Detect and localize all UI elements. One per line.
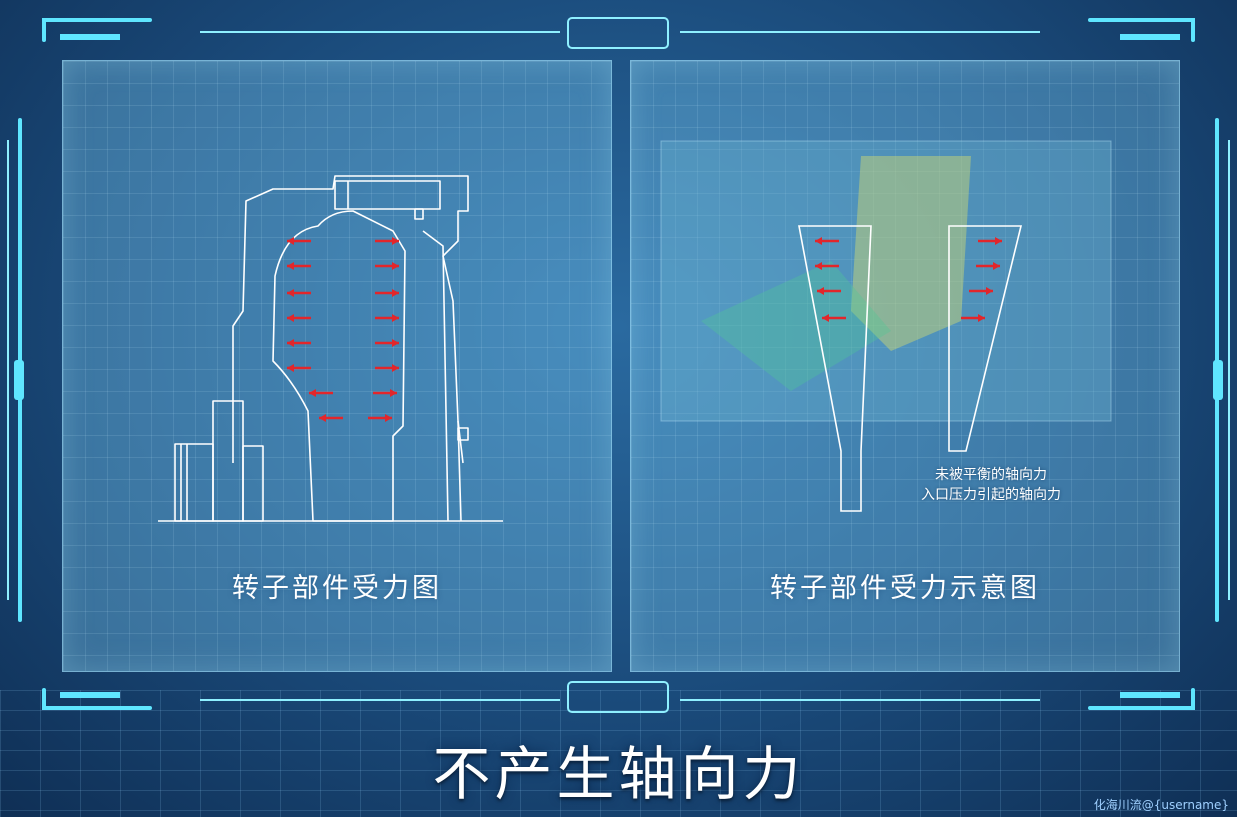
frame-tick: [1120, 692, 1180, 698]
seal-pin: [414, 208, 424, 220]
rotor-force-schematic-panel: 未被平衡的轴向力 入口压力引起的轴向力 转子部件受力示意图: [630, 60, 1180, 672]
hub-block-left: [212, 400, 244, 522]
background-shape: [851, 156, 971, 351]
force-arrows: [815, 237, 1002, 322]
frame-tick: [14, 360, 24, 400]
force-arrow-left: [287, 314, 311, 322]
force-arrow-right: [375, 314, 399, 322]
force-arrow-left: [287, 262, 311, 270]
force-arrow-left: [817, 287, 841, 295]
watermark: 化海川流@{username}: [1093, 798, 1229, 812]
force-arrow-left: [287, 289, 311, 297]
right-force-wedge: [948, 225, 1023, 452]
force-arrow-left: [287, 364, 311, 372]
force-arrow-right: [368, 414, 392, 422]
seal-block: [334, 180, 441, 210]
panel-grid: [63, 61, 611, 671]
rotor-disc-outline: [272, 210, 406, 522]
force-arrow-left: [287, 237, 311, 245]
panel-caption: 转子部件受力示意图: [770, 573, 1040, 604]
frame-corner-bottom-left: [42, 688, 152, 710]
force-arrow-right: [961, 314, 985, 322]
force-arrows: [287, 237, 399, 422]
force-arrow-right: [375, 262, 399, 270]
right-bolt: [457, 427, 469, 441]
frame-tick: [1120, 34, 1180, 40]
frame-tick: [60, 34, 120, 40]
force-arrow-right: [375, 289, 399, 297]
force-arrow-right: [375, 237, 399, 245]
force-arrow-left: [287, 339, 311, 347]
hub-block-right: [242, 445, 264, 522]
force-arrow-left: [319, 414, 343, 422]
force-annotations: 未被平衡的轴向力 入口压力引起的轴向力: [871, 465, 1111, 505]
force-arrow-left: [815, 262, 839, 270]
frame-tick: [1213, 360, 1223, 400]
panel-grid: [631, 61, 1179, 671]
frame-corner-bottom-right: [1088, 688, 1195, 710]
subtitle: 不产生轴向力: [432, 740, 805, 808]
force-arrow-left: [309, 389, 333, 397]
left-force-wedge: [798, 225, 872, 512]
force-arrow-right: [375, 364, 399, 372]
frame-corner-top-right: [1088, 18, 1195, 42]
force-arrow-right: [969, 287, 993, 295]
force-arrow-right: [976, 262, 1000, 270]
background-shape: [701, 261, 891, 391]
force-schematic-drawing: [660, 140, 1112, 512]
force-arrow-right: [375, 339, 399, 347]
frame-tick: [60, 692, 120, 698]
rotor-force-panel: 转子部件受力图: [62, 60, 612, 672]
rotor-force-drawing: [158, 175, 503, 522]
background-image-area: [660, 140, 1112, 422]
annotation-inlet-pressure: 入口压力引起的轴向力: [921, 487, 1061, 503]
force-arrow-right: [373, 389, 397, 397]
frame-corner-top-left: [42, 18, 152, 42]
force-arrow-right: [978, 237, 1002, 245]
annotation-unbalanced: 未被平衡的轴向力: [935, 467, 1047, 483]
panel-caption: 转子部件受力图: [232, 573, 442, 604]
right-channel-line: [422, 230, 449, 522]
force-arrow-left: [822, 314, 846, 322]
force-arrow-left: [815, 237, 839, 245]
rotor-casing-outline: [232, 175, 469, 464]
